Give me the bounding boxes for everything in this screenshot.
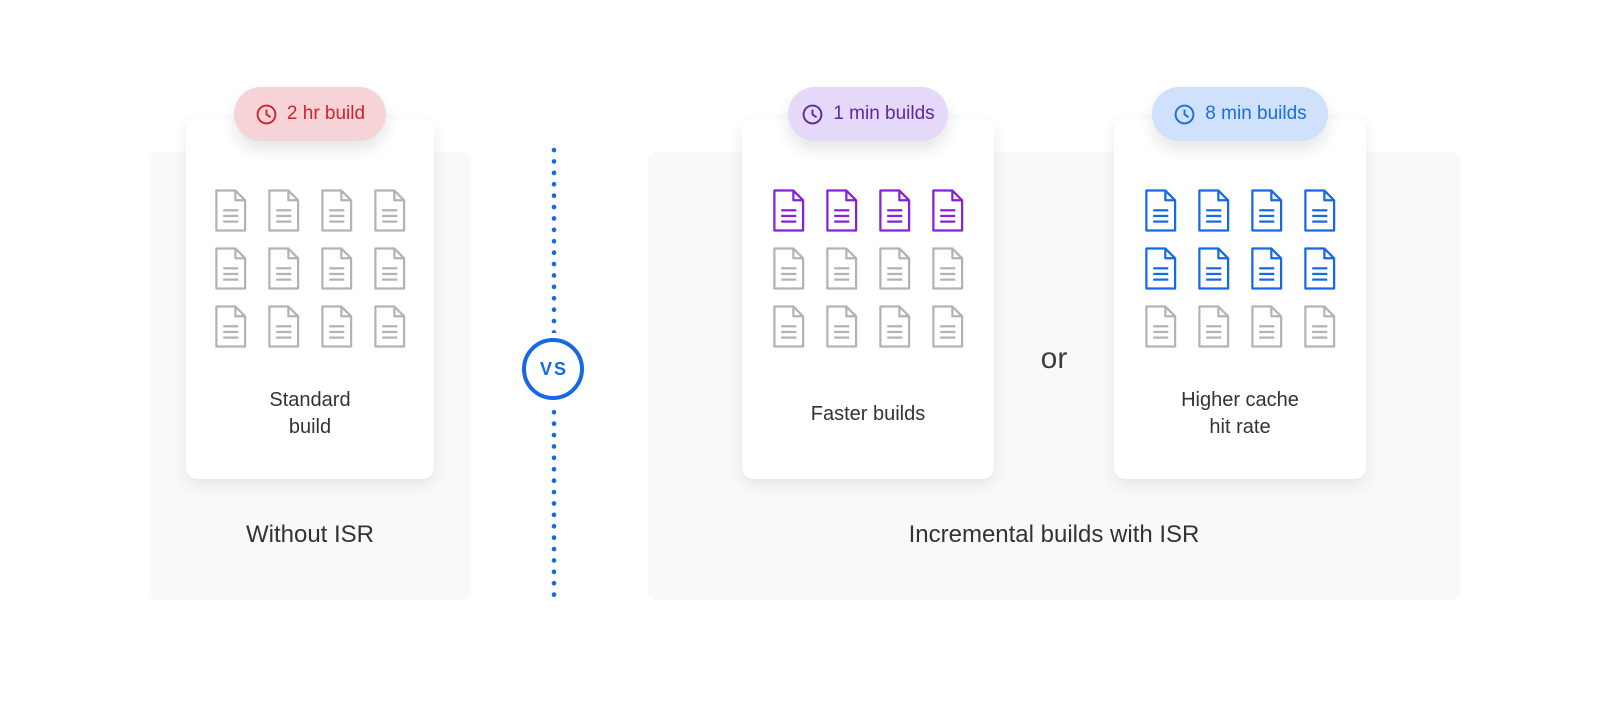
- document-icon: [374, 189, 406, 232]
- card-title: Standard build: [269, 389, 351, 438]
- clock-icon: [256, 104, 277, 124]
- document-icon: [268, 189, 300, 232]
- document-icon: [321, 247, 353, 290]
- build-time-badge-blue: 8 min builds: [1152, 87, 1328, 141]
- document-icon: [215, 189, 247, 232]
- document-icon: [826, 247, 858, 290]
- document-grid: [186, 188, 434, 349]
- badge-label: 8 min builds: [1205, 103, 1307, 124]
- document-icon: [374, 247, 406, 290]
- document-icon: [1145, 247, 1177, 290]
- vs-label: VS: [539, 358, 568, 379]
- document-icon: [1251, 247, 1283, 290]
- document-icon: [268, 247, 300, 290]
- document-icon: [932, 305, 964, 348]
- document-icon: [321, 305, 353, 348]
- document-icon: [321, 189, 353, 232]
- document-icon: [1198, 189, 1230, 232]
- document-icon: [826, 189, 858, 232]
- or-label: or: [1040, 342, 1068, 375]
- document-icon: [1304, 305, 1336, 348]
- document-icon: [879, 305, 911, 348]
- document-icon: [879, 189, 911, 232]
- without-isr-caption: Without ISR: [245, 521, 375, 548]
- clock-icon: [802, 104, 823, 124]
- build-time-badge-purple: 1 min builds: [788, 87, 948, 141]
- build-time-badge-red: 2 hr build: [234, 87, 386, 141]
- document-icon: [268, 305, 300, 348]
- document-icon: [1198, 247, 1230, 290]
- badge-label: 1 min builds: [833, 103, 935, 124]
- document-icon: [215, 305, 247, 348]
- document-icon: [374, 305, 406, 348]
- document-icon: [773, 247, 805, 290]
- document-icon: [932, 247, 964, 290]
- card-title-wrap: Higher cache hit rate: [1114, 349, 1366, 479]
- card-title: Higher cache hit rate: [1181, 389, 1299, 438]
- document-icon: [773, 189, 805, 232]
- clock-icon: [1174, 104, 1195, 124]
- higher-cache-card: Higher cache hit rate: [1114, 119, 1366, 479]
- document-icon: [1145, 305, 1177, 348]
- document-icon: [1198, 305, 1230, 348]
- document-grid: [742, 188, 994, 349]
- document-icon: [879, 247, 911, 290]
- document-icon: [215, 247, 247, 290]
- document-grid: [1114, 188, 1366, 349]
- standard-build-card: Standard build: [186, 119, 434, 479]
- document-icon: [1304, 189, 1336, 232]
- document-icon: [1304, 247, 1336, 290]
- document-icon: [1251, 189, 1283, 232]
- document-icon: [773, 305, 805, 348]
- faster-builds-card: Faster builds: [742, 119, 994, 479]
- with-isr-caption: Incremental builds with ISR: [908, 521, 1200, 548]
- document-icon: [1145, 189, 1177, 232]
- document-icon: [1251, 305, 1283, 348]
- card-title-wrap: Standard build: [186, 349, 434, 479]
- badge-label: 2 hr build: [286, 103, 366, 124]
- card-title: Faster builds: [810, 402, 926, 425]
- document-icon: [932, 189, 964, 232]
- card-title-wrap: Faster builds: [742, 349, 994, 479]
- document-icon: [826, 305, 858, 348]
- vs-badge: VS: [522, 338, 584, 400]
